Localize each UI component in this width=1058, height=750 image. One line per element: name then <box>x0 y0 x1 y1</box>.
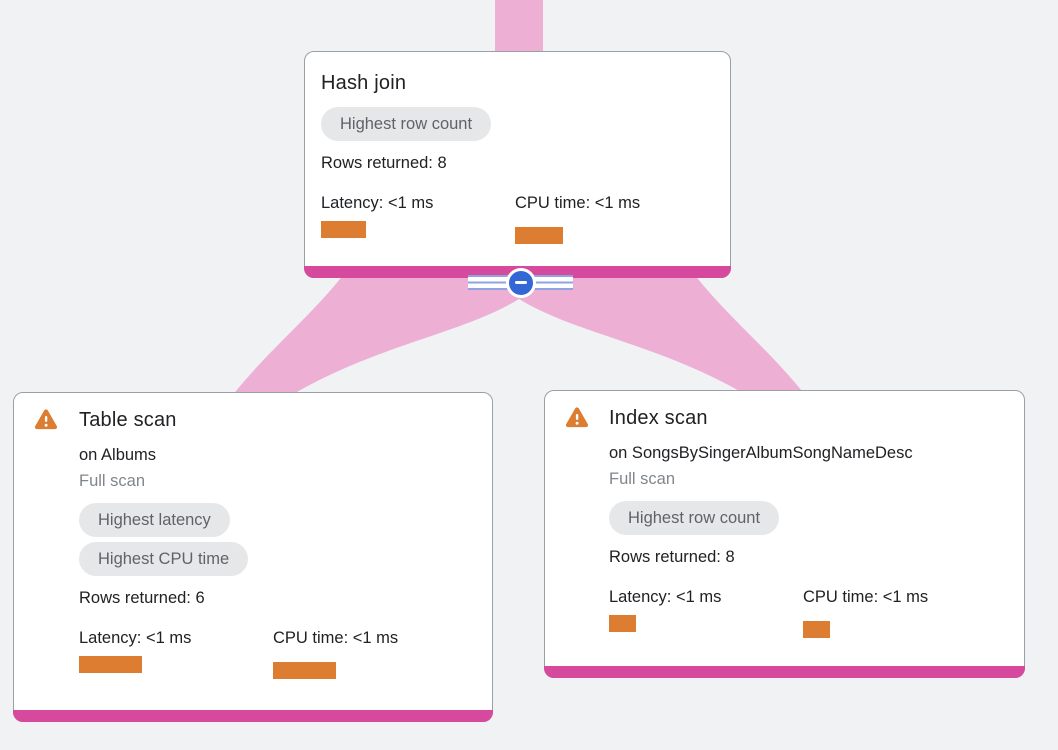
badge-highest-cpu-time: Highest CPU time <box>79 542 249 576</box>
badge-list: Highest latency Highest CPU time <box>79 503 476 581</box>
latency-bar <box>609 615 636 632</box>
badge-list: Highest row count <box>321 107 714 146</box>
scan-type-text: Full scan <box>609 470 676 488</box>
node-accent-bar <box>544 666 1025 678</box>
node-title: Table scan <box>79 409 177 431</box>
node-title: Hash join <box>321 72 407 94</box>
node-card-hash-join[interactable]: Hash join Highest row count Rows returne… <box>304 51 731 278</box>
badge-highest-row-count: Highest row count <box>321 107 492 141</box>
cpu-time-label: CPU time: <1 ms <box>803 588 929 606</box>
metrics-row: Latency: <1 ms CPU time: <1 ms <box>79 629 476 679</box>
scan-type-text: Full scan <box>79 472 146 490</box>
metrics-row: Latency: <1 ms CPU time: <1 ms <box>609 588 1008 638</box>
latency-label: Latency: <1 ms <box>79 629 192 647</box>
collapse-button[interactable] <box>505 267 536 298</box>
rows-returned-text: Rows returned: 8 <box>321 154 447 172</box>
cpu-time-bar <box>803 621 830 638</box>
cpu-time-metric: CPU time: <1 ms <box>803 588 997 638</box>
latency-bar <box>79 656 142 673</box>
node-accent-bar <box>13 710 493 722</box>
cpu-time-bar <box>515 227 563 244</box>
edge-parent-to-hash-join <box>495 0 543 56</box>
badge-list: Highest row count <box>609 501 1008 540</box>
latency-label: Latency: <1 ms <box>321 194 434 212</box>
warning-icon <box>565 407 589 428</box>
badge-highest-latency: Highest latency <box>79 503 230 537</box>
cpu-time-bar <box>273 662 336 679</box>
node-subtitle: on SongsBySingerAlbumSongNameDesc <box>609 444 913 462</box>
warning-icon <box>34 409 58 430</box>
node-card-index-scan[interactable]: Index scan on SongsBySingerAlbumSongName… <box>544 390 1025 678</box>
badge-highest-row-count: Highest row count <box>609 501 780 535</box>
latency-label: Latency: <1 ms <box>609 588 722 606</box>
latency-metric: Latency: <1 ms <box>321 194 515 244</box>
metrics-row: Latency: <1 ms CPU time: <1 ms <box>321 194 714 244</box>
collapse-children-control[interactable] <box>468 267 573 298</box>
edge-hash-join-to-table-scan <box>232 270 519 396</box>
cpu-time-metric: CPU time: <1 ms <box>273 629 467 679</box>
node-title: Index scan <box>609 407 708 429</box>
node-subtitle: on Albums <box>79 446 157 464</box>
rows-returned-text: Rows returned: 6 <box>79 589 205 607</box>
node-card-table-scan[interactable]: Table scan on Albums Full scan Highest l… <box>13 392 493 722</box>
cpu-time-label: CPU time: <1 ms <box>515 194 641 212</box>
cpu-time-metric: CPU time: <1 ms <box>515 194 709 244</box>
latency-metric: Latency: <1 ms <box>79 629 273 679</box>
latency-metric: Latency: <1 ms <box>609 588 803 638</box>
rows-returned-text: Rows returned: 8 <box>609 548 735 566</box>
latency-bar <box>321 221 366 238</box>
edge-hash-join-to-index-scan <box>519 270 806 396</box>
minus-icon <box>514 281 527 284</box>
cpu-time-label: CPU time: <1 ms <box>273 629 399 647</box>
